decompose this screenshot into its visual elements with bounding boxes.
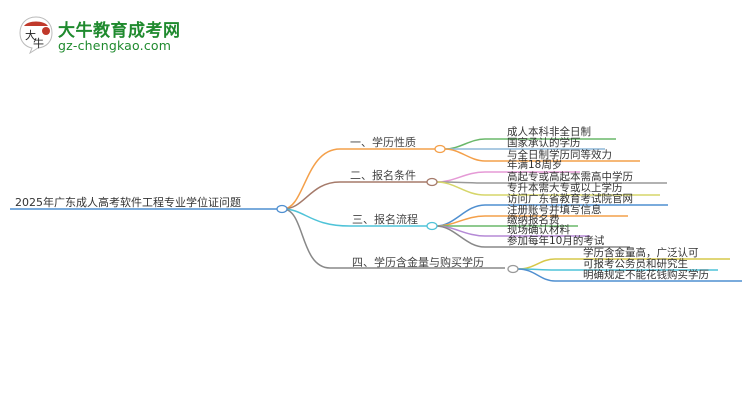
leaf-2-1[interactable]: 年满18周岁	[507, 159, 563, 171]
leaf-3-4[interactable]: 现场确认材料	[507, 224, 570, 236]
branch-4-node-dot	[507, 264, 519, 274]
leaf-3-5[interactable]: 参加每年10月的考试	[507, 235, 605, 247]
logo-title: 大牛教育成考网	[58, 21, 181, 41]
leaf-4-1[interactable]: 学历含金量高，广泛认可	[583, 247, 699, 259]
branch-baoming-liucheng[interactable]: 三、报名流程	[352, 213, 418, 226]
leaf-3-2[interactable]: 注册账号并填写信息	[507, 204, 602, 216]
leaf-2-3[interactable]: 专升本需大专或以上学历	[507, 182, 623, 194]
leaf-1-3[interactable]: 与全日制学历同等效力	[507, 149, 612, 161]
leaf-4-2[interactable]: 可报考公务员和研究生	[583, 258, 688, 270]
leaf-1-2[interactable]: 国家承认的学历	[507, 137, 581, 149]
root-topic[interactable]: 2025年广东成人高考软件工程专业学位证问题	[15, 196, 241, 209]
leaf-4-3[interactable]: 明确规定不能花钱购买学历	[583, 269, 709, 281]
logo-url: gz-chengkao.com	[58, 38, 172, 53]
leaf-3-3[interactable]: 缴纳报名费	[507, 214, 560, 226]
leaf-3-1[interactable]: 访问广东省教育考试院官网	[507, 193, 633, 205]
branch-2-node-dot	[426, 177, 438, 187]
site-logo[interactable]: 大 牛 大牛教育成考网 gz-chengkao.com	[18, 14, 208, 58]
logo-badge-icon: 大 牛	[19, 16, 53, 54]
svg-text:牛: 牛	[33, 36, 44, 50]
branch-xueli-xingzhi[interactable]: 一、学历性质	[350, 136, 416, 149]
branch-hanjinliang-goumai[interactable]: 四、学历含金量与购买学历	[352, 256, 484, 269]
branch-3-node-dot	[426, 221, 438, 231]
root-node-dot	[276, 204, 288, 214]
leaf-2-2[interactable]: 高起专或高起本需高中学历	[507, 171, 633, 183]
branch-1-node-dot	[434, 144, 446, 154]
leaf-1-1[interactable]: 成人本科非全日制	[507, 126, 591, 138]
svg-text:大: 大	[25, 28, 36, 42]
branch-baoming-tiaojian[interactable]: 二、报名条件	[350, 169, 416, 182]
